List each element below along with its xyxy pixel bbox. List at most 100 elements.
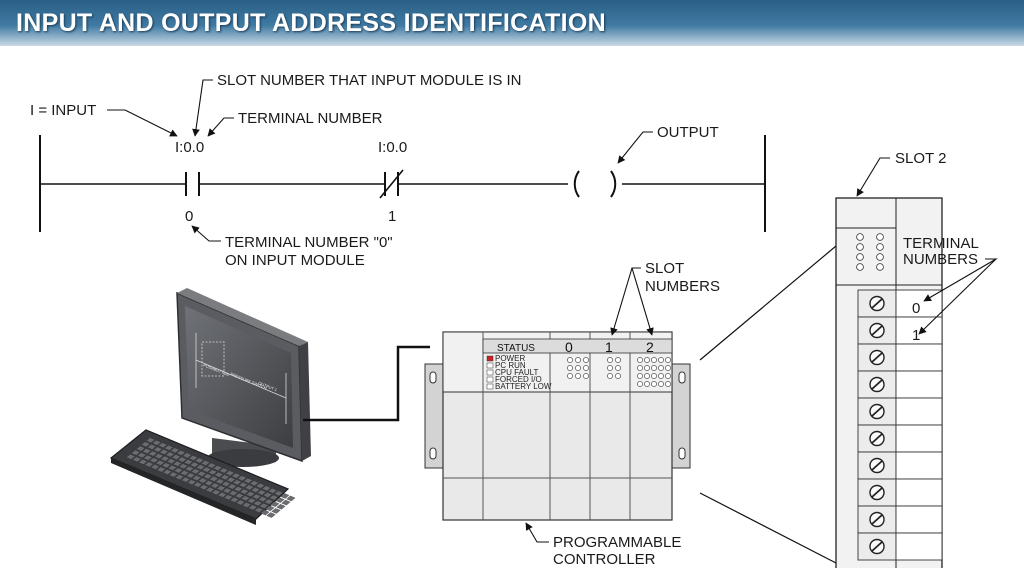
keyboard-key (182, 452, 192, 459)
module-led (665, 365, 671, 371)
keyboard-key (229, 497, 239, 503)
keyboard-key (194, 457, 204, 464)
keyboard-key (214, 472, 224, 478)
keyboard-key (158, 442, 168, 448)
keyboard-key (147, 444, 157, 450)
keyboard-key (141, 441, 151, 448)
keyboard-key (154, 453, 164, 459)
status-header: STATUS (497, 343, 535, 354)
keyboard-key (261, 485, 271, 492)
keyboard-key (228, 490, 238, 496)
keyboard-key (173, 467, 183, 474)
keyboard-key (264, 498, 274, 505)
keyboard-key (281, 499, 291, 506)
screw-slot (871, 514, 883, 525)
ladder-rung: I:0.0 I:0.0 0 1 (39, 135, 766, 232)
keyboard-key (223, 494, 233, 501)
power-led (486, 355, 494, 362)
screw-slot (871, 433, 883, 444)
slot-number-callout: SLOT NUMBER THAT INPUT MODULE IS IN (217, 72, 522, 89)
keyboard-key (254, 507, 264, 513)
status-indicators: POWER PC RUN CPU FAULT FORCED I/O BATTER… (486, 354, 552, 391)
module-led (644, 381, 650, 387)
module-led (637, 381, 643, 387)
screw-slot (871, 541, 883, 552)
terminal-label-area (895, 532, 943, 561)
status-item: BATTERY LOW (495, 382, 552, 391)
keyboard-key (227, 483, 237, 490)
keyboard-key (165, 451, 175, 458)
keyboard-key (208, 469, 218, 475)
keyboard-key (189, 461, 199, 468)
keyboard-key (232, 479, 242, 486)
module-led (651, 381, 657, 387)
screen-ladder-graphic (195, 333, 287, 424)
module-led (615, 365, 621, 371)
keyboard-key (226, 477, 236, 483)
module-led (567, 373, 573, 379)
keyboard-key (257, 489, 267, 496)
module-led (644, 373, 650, 379)
keyboard-key (199, 484, 209, 490)
terminal-numbers-callout-line1: TERMINAL (903, 235, 979, 252)
input-callout: I = INPUT (30, 102, 96, 119)
module-led (658, 373, 664, 379)
status-item: PC RUN (495, 361, 526, 370)
keyboard-key (213, 465, 223, 471)
monitor-screen (185, 306, 293, 448)
keyboard-key (178, 463, 188, 469)
module-led (658, 365, 664, 371)
module-led (856, 233, 864, 241)
keyboard-key (240, 495, 251, 501)
normally-open-contact (185, 172, 200, 196)
terminal-zero-callout-line2: ON INPUT MODULE (225, 252, 365, 269)
terminal-label-0: 0 (912, 300, 920, 317)
keyboard-key (204, 480, 214, 486)
keyboard-key (275, 497, 285, 503)
keyboard-key (126, 454, 136, 460)
keyboard-key (187, 479, 197, 485)
keyboard-key (148, 450, 158, 457)
module-led (575, 373, 581, 379)
slot-numbers-callout-line1: SLOT (645, 260, 684, 277)
leader-line (207, 117, 234, 137)
terminal-slot (857, 424, 897, 453)
module-led (575, 365, 581, 371)
keyboard-key (156, 466, 166, 473)
communication-cable (303, 345, 430, 422)
keyboard-key (263, 492, 273, 498)
module-led (658, 357, 664, 363)
keyboard-key (186, 472, 196, 479)
computer: PUSHBUTTON PRESSURE SWITCH OUTPUT 1 (109, 288, 311, 525)
screw-slot (871, 487, 883, 498)
keyboard-key (250, 487, 260, 493)
keyboard-key (220, 474, 230, 480)
keyboard-key (216, 485, 226, 491)
zoom-line (699, 492, 837, 564)
keyboard-key (181, 476, 191, 483)
keyboard-key (244, 484, 254, 491)
header-banner: INPUT AND OUTPUT ADDRESS IDENTIFICATION (0, 0, 1024, 46)
ladder-callouts: I = INPUT SLOT NUMBER THAT INPUT MODULE … (30, 72, 719, 269)
plc-callout-line1: PROGRAMMABLE (553, 534, 681, 551)
keyboard-key (142, 448, 152, 454)
keyboard-key (175, 474, 185, 480)
normally-closed-contact (379, 169, 404, 199)
terminal-label-area (895, 505, 943, 534)
keyboard-key (159, 449, 169, 455)
keyboard-key (160, 455, 170, 462)
module-led (856, 243, 864, 251)
screw-slot (871, 379, 883, 390)
monitor-side (299, 342, 311, 461)
plc-callout-line2: CONTROLLER (553, 551, 656, 568)
keyboard-key (236, 499, 246, 506)
module-led (575, 357, 581, 363)
module-led (658, 381, 664, 387)
module-led (644, 365, 650, 371)
keyboard-key (242, 502, 252, 508)
keyboard-key (259, 503, 269, 509)
keyboard-key (183, 459, 193, 465)
plc-callouts: SLOT NUMBERS PROGRAMMABLE CONTROLLER (525, 260, 720, 568)
slot-numbers-callout-line2: NUMBERS (645, 278, 720, 295)
module-callouts: SLOT 2 TERMINAL NUMBERS (856, 150, 999, 335)
